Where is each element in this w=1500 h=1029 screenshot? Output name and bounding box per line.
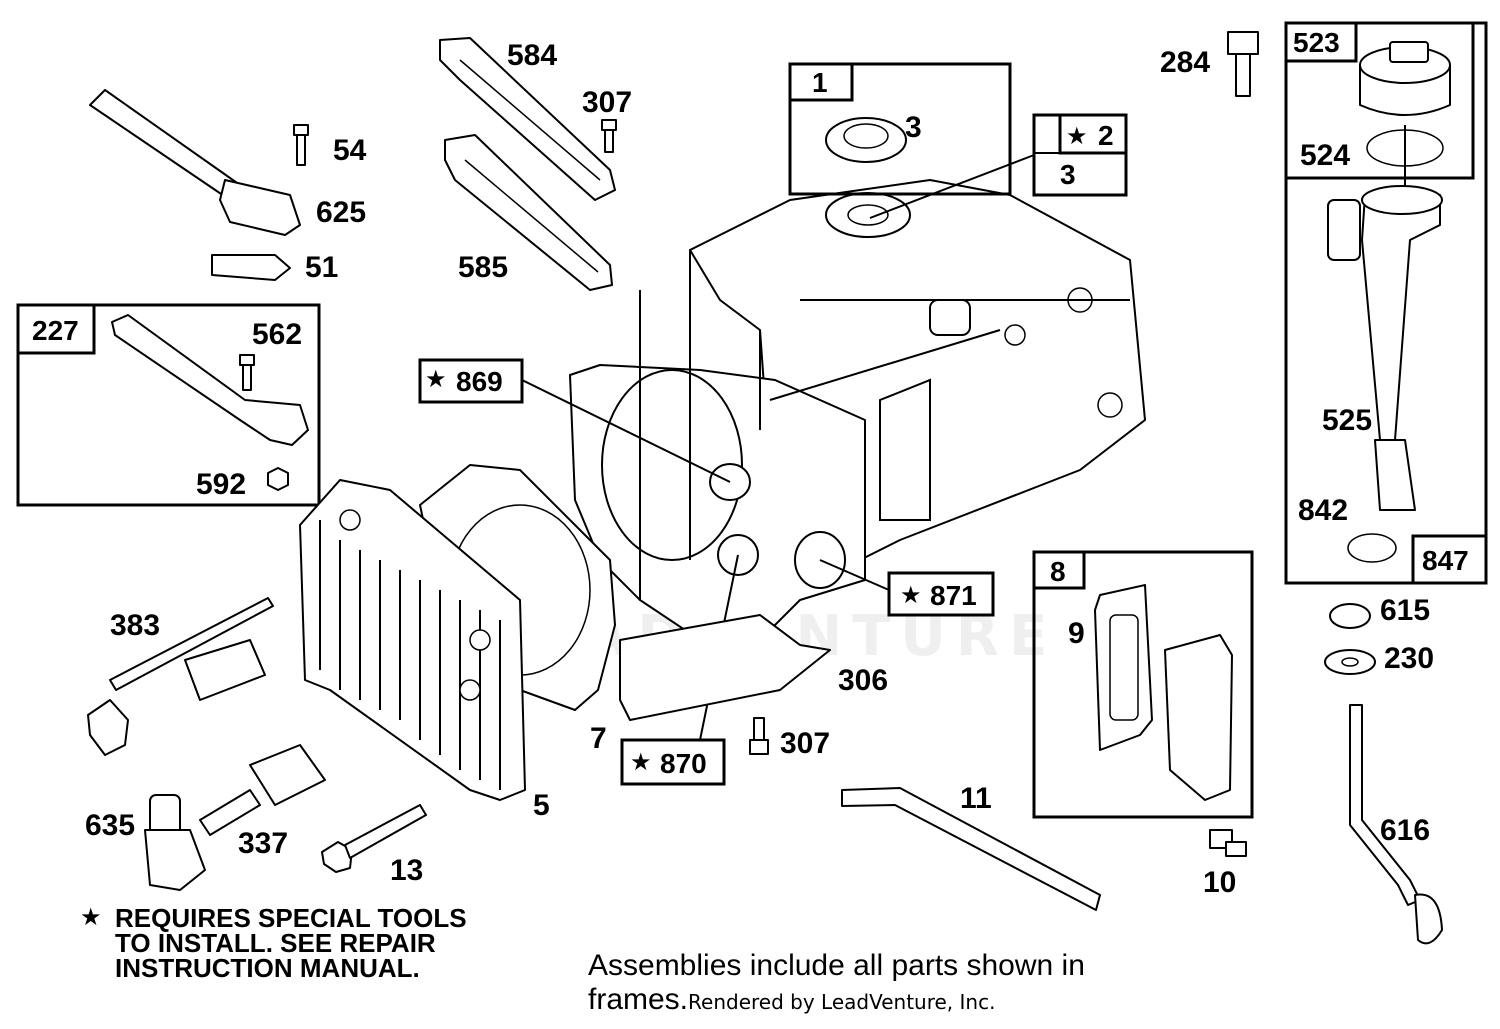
- dipstick-tube-part: [1327, 185, 1443, 511]
- gasket-306-part: [619, 614, 831, 721]
- callout-847: 847: [1422, 545, 1469, 576]
- bolt-284-part: [1227, 31, 1259, 97]
- note-line-3: INSTRUCTION MANUAL.: [115, 953, 420, 983]
- svg-text:★: ★: [630, 748, 652, 776]
- callout-337: 337: [238, 827, 288, 860]
- grommet-615-part: [1329, 603, 1371, 629]
- nut-592-part: [267, 467, 289, 491]
- assemblies-note: Assemblies include all parts shown in fr…: [588, 949, 1085, 1019]
- callout-383: 383: [110, 609, 160, 642]
- breather-cover-part: [1164, 634, 1233, 801]
- callout-box-2: [1058, 113, 1128, 155]
- callout-3a: 3: [905, 111, 922, 144]
- callout-box-847: [1411, 534, 1488, 585]
- dipstick-616-part: [1349, 704, 1443, 945]
- callout-307b: 307: [780, 727, 830, 760]
- gasket-584-part: [439, 37, 616, 201]
- governor-lever-part: [111, 314, 309, 446]
- special-tools-note: REQUIRES SPECIAL TOOLS TO INSTALL. SEE R…: [115, 903, 467, 983]
- callout-584: 584: [507, 39, 557, 72]
- assemblies-line-1: Assemblies include all parts shown in: [588, 949, 1085, 982]
- frame-227: [16, 303, 321, 507]
- callout-10: 10: [1203, 866, 1236, 899]
- assemblies-line-2: frames.: [588, 983, 689, 1016]
- callout-3b: 3: [1060, 159, 1076, 190]
- gasket-585-part: [444, 134, 613, 291]
- callout-523: 523: [1293, 27, 1340, 58]
- spark-plug-boot-635-part: [144, 794, 206, 891]
- spark-plug-wrench-383-part: [87, 597, 274, 756]
- callout-13: 13: [390, 854, 423, 887]
- callout-524: 524: [1300, 139, 1350, 172]
- callout-51: 51: [305, 251, 338, 284]
- callout-870: 870: [660, 748, 707, 779]
- callout-592: 592: [196, 468, 246, 501]
- callout-9: 9: [1068, 617, 1085, 650]
- callout-11: 11: [960, 782, 992, 815]
- frame-1: [788, 62, 1012, 196]
- callout-54: 54: [333, 134, 367, 167]
- callout-284: 284: [1160, 46, 1210, 79]
- assemblies-line-2-row: frames.Rendered by LeadVenture, Inc.: [588, 983, 1085, 1019]
- screw-10-part: [1209, 829, 1247, 857]
- svg-text:★: ★: [900, 581, 922, 609]
- callout-230: 230: [1384, 642, 1434, 675]
- callout-871: 871: [930, 580, 977, 611]
- cylinder-head-5-part: [299, 479, 526, 801]
- callout-307a: 307: [582, 86, 632, 119]
- callout-869: 869: [456, 366, 503, 397]
- callout-842: 842: [1298, 494, 1348, 527]
- breather-tube-11-part: [841, 787, 1101, 911]
- screw-307-part: [601, 119, 617, 153]
- callout-585: 585: [458, 251, 508, 284]
- callout-box-8: [1032, 550, 1086, 590]
- note-star-icon: ★: [80, 903, 102, 931]
- bolt-13-part: [321, 804, 427, 873]
- frame-8: [1032, 550, 1254, 819]
- render-credit: Rendered by LeadVenture, Inc.: [688, 990, 996, 1014]
- callout-2: 2: [1098, 120, 1114, 151]
- callout-1: 1: [812, 67, 828, 98]
- callout-box-1: [788, 62, 854, 102]
- callout-227: 227: [32, 315, 79, 346]
- callout-5: 5: [533, 789, 550, 822]
- callout-562: 562: [252, 318, 302, 351]
- note-line-2: TO INSTALL. SEE REPAIR: [115, 928, 436, 958]
- screw-307b-part: [749, 717, 769, 755]
- callout-635: 635: [85, 809, 135, 842]
- screw-54-part: [293, 124, 309, 166]
- callout-525: 525: [1322, 404, 1372, 437]
- callout-616: 616: [1380, 814, 1430, 847]
- callout-7: 7: [590, 722, 607, 755]
- callout-615: 615: [1380, 594, 1430, 627]
- dipstick-cap-part: [1359, 41, 1451, 200]
- note-line-1: REQUIRES SPECIAL TOOLS: [115, 903, 467, 933]
- o-ring-part: [1347, 533, 1397, 563]
- tube-625-part: [89, 89, 301, 236]
- callout-box-523: [1284, 21, 1358, 63]
- callout-8: 8: [1050, 556, 1066, 587]
- frame-523: [1284, 21, 1475, 180]
- callout-306: 306: [838, 664, 888, 697]
- spark-plug-337-part: [199, 744, 326, 836]
- oil-seal-part: [825, 117, 907, 163]
- callout-box-870: [620, 738, 726, 786]
- svg-text:★: ★: [425, 365, 447, 393]
- callout-box-227: [16, 303, 96, 355]
- gasket-51-part: [211, 254, 291, 281]
- callout-box-871: [887, 571, 995, 617]
- star-icon: ★: [1066, 122, 1088, 150]
- callout-625: 625: [316, 196, 366, 229]
